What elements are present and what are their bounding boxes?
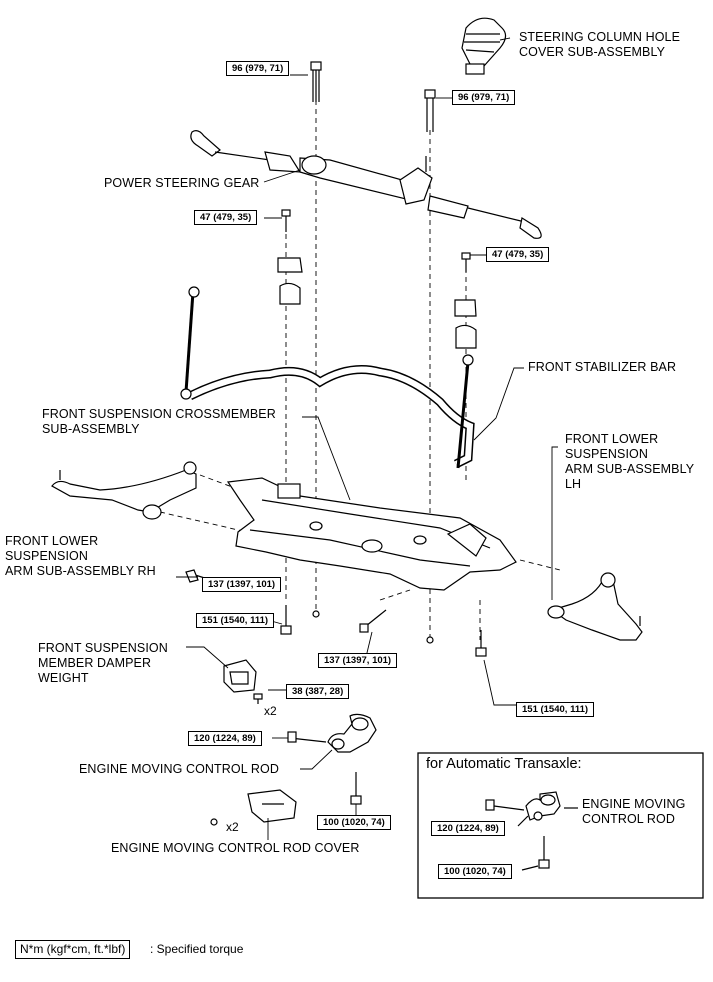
label-member-damper-weight: FRONT SUSPENSION MEMBER DAMPER WEIGHT [38,641,168,685]
label-engine-moving-control-rod-cover: ENGINE MOVING CONTROL ROD COVER [111,841,360,855]
bolt-38-icon [253,693,263,704]
torque-120-auto: 120 (1224, 89) [431,821,505,836]
automatic-transaxle-frame [417,752,704,899]
label-front-stabilizer-bar: FRONT STABILIZER BAR [528,360,677,374]
label-steering-column-hole-cover: STEERING COLUMN HOLE COVER SUB-ASSEMBLY [519,30,681,59]
torque-38: 38 (387, 28) [286,684,350,699]
front-lower-arm-lh-icon [547,572,643,641]
front-suspension-crossmember-icon [226,477,517,591]
torque-151-left: 151 (1540, 111) [196,613,275,628]
bolt-151-left-icon [280,605,292,635]
label-power-steering-gear: POWER STEERING GEAR [104,176,260,190]
torque-47-left: 47 (479, 35) [194,210,258,225]
bolt-137-lower-icon [359,609,387,633]
torque-151-right: 151 (1540, 111) [516,702,595,717]
label-front-lower-arm-lh: FRONT LOWER SUSPENSION ARM SUB-ASSEMBLY … [565,432,695,491]
steering-column-hole-cover-icon [461,17,507,75]
automatic-transaxle-title: for Automatic Transaxle: [426,756,582,772]
torque-100: 100 (1020, 74) [317,815,391,830]
torque-100-auto: 100 (1020, 74) [438,864,512,879]
legend-torque-unit: N*m (kgf*cm, ft.*lbf) [15,940,131,959]
stabilizer-bracket-left-icon [277,209,303,305]
front-lower-arm-rh-icon [51,461,197,520]
label-front-suspension-crossmember: FRONT SUSPENSION CROSSMEMBER SUB-ASSEMBL… [42,407,276,436]
torque-96-left: 96 (979, 71) [226,61,290,76]
nut-icon [312,610,320,618]
auto-engine-moving-control-rod-icon [485,791,578,871]
torque-137-upper: 137 (1397, 101) [202,577,282,592]
quantity-cover-clips: x2 [226,820,239,834]
bolt-96-right-icon [424,89,436,132]
torque-137-lower: 137 (1397, 101) [318,653,398,668]
quantity-damper-bolts: x2 [264,704,277,718]
torque-96-right: 96 (979, 71) [452,90,516,105]
leader-lines [176,37,558,840]
engine-moving-control-rod-cover-icon [210,789,297,826]
nut-icon [426,636,434,644]
legend-description: : Specified torque [150,942,244,956]
label-auto-engine-moving-control-rod: ENGINE MOVING CONTROL ROD [582,797,686,826]
torque-47-right: 47 (479, 35) [486,247,550,262]
front-stabilizer-bar-icon [180,286,475,469]
engine-moving-control-rod-icon [287,713,377,805]
bolt-96-left-icon [310,61,322,102]
torque-120: 120 (1224, 89) [188,731,262,746]
stabilizer-bracket-right-icon [454,252,477,349]
member-damper-weight-icon [223,659,257,693]
bolt-151-right-icon [475,630,487,657]
label-front-lower-arm-rh: FRONT LOWER SUSPENSION ARM SUB-ASSEMBLY … [5,534,156,578]
power-steering-gear-icon [190,130,542,239]
label-engine-moving-control-rod: ENGINE MOVING CONTROL ROD [79,762,279,776]
